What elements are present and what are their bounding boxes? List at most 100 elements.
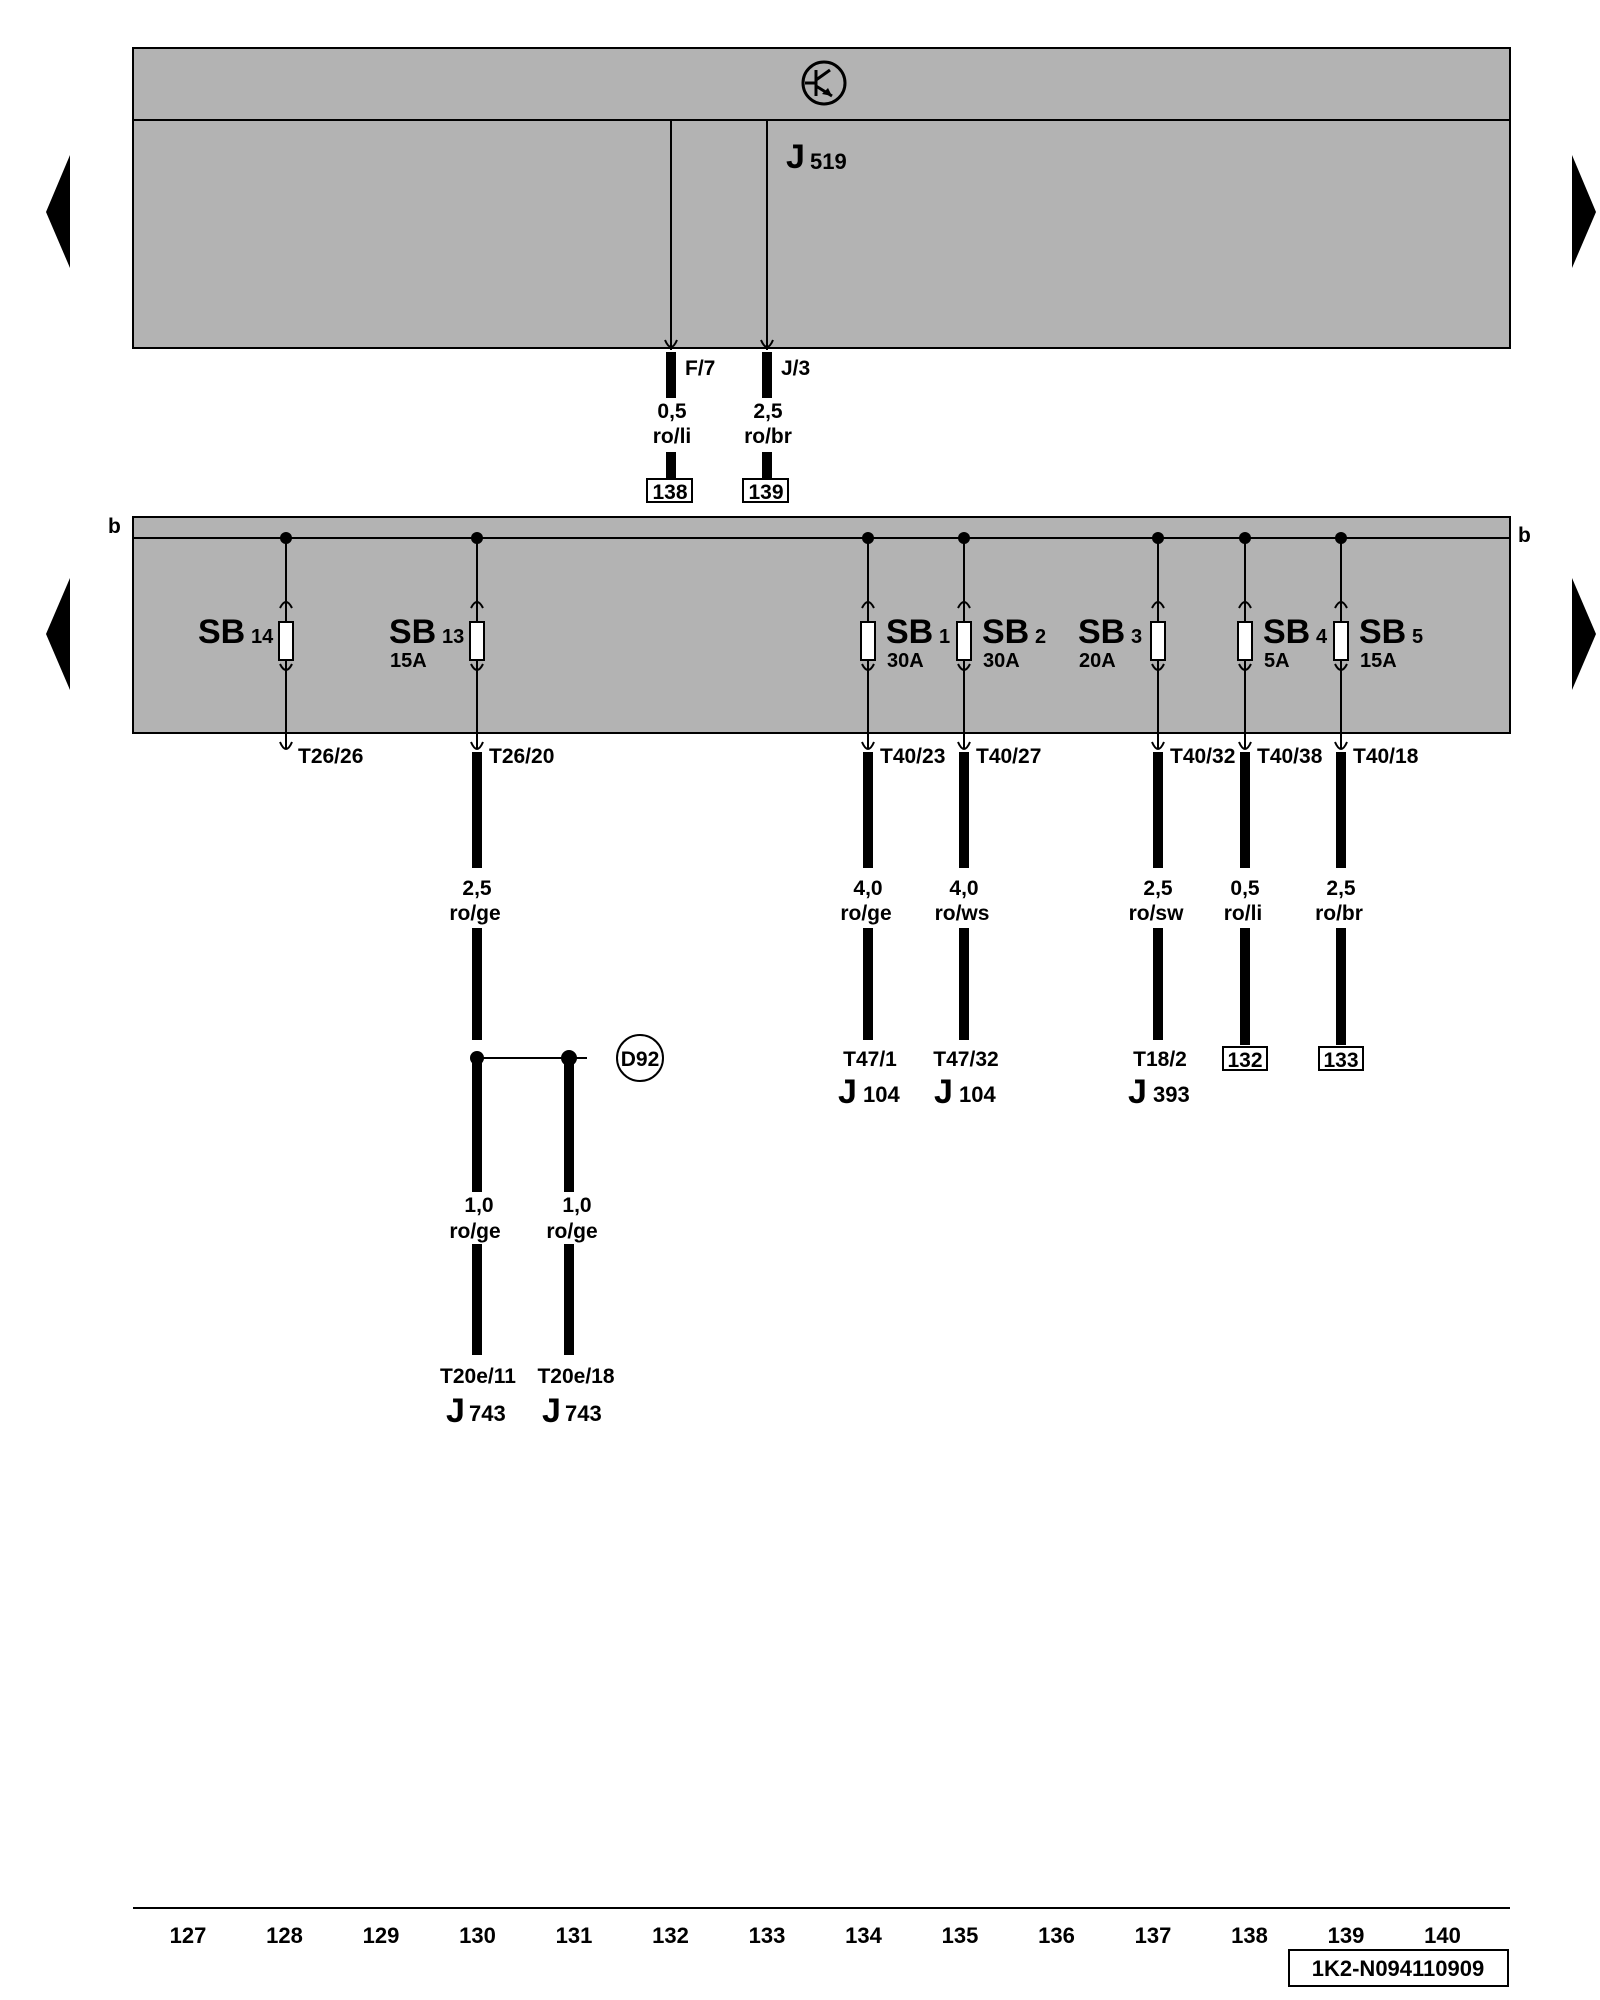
doc-id: 1K2-N094110909: [1312, 1956, 1484, 1981]
track-number: 135: [942, 1923, 979, 1948]
fuse-number: 5: [1412, 626, 1423, 648]
fuse-code: SB: [198, 613, 245, 651]
fuse-element-icon[interactable]: [278, 621, 294, 661]
splice-wiring: [470, 1050, 587, 1355]
relay-unit-header: [132, 47, 1511, 121]
wire-size: 2,5: [1326, 877, 1356, 900]
terminal-label: T40/23: [880, 745, 945, 768]
fuse-code: SB: [389, 613, 436, 651]
track-number: 131: [556, 1923, 593, 1948]
wire-size: 2,5: [1143, 877, 1173, 900]
terminal-label: T40/38: [1257, 745, 1323, 768]
splice-circle[interactable]: [616, 1034, 664, 1082]
fuse-element-icon[interactable]: [860, 621, 876, 661]
wire-size: 2,5: [462, 877, 492, 900]
wire-size: 2,5: [753, 400, 783, 423]
track-number: 132: [652, 1923, 689, 1948]
fuse-rating: 15A: [1360, 650, 1397, 672]
fuse-number: 2: [1035, 626, 1046, 648]
fuse-code: SB: [886, 613, 933, 651]
ref-box[interactable]: [742, 478, 789, 503]
ref-box[interactable]: [1222, 1046, 1268, 1071]
fuse-number: 13: [442, 626, 464, 648]
component-sub: 104: [959, 1082, 996, 1107]
bus-label-left: b: [108, 515, 121, 538]
wire-color: ro/ge: [449, 902, 500, 925]
pin-label: T20e/11: [440, 1365, 516, 1388]
fuse-element-icon[interactable]: [1237, 621, 1253, 661]
fuse-13: SB 13 15A T26/20 2,5ro/ge: [389, 532, 554, 1040]
track-number: 127: [170, 1923, 207, 1948]
component-name: J: [1128, 1073, 1147, 1111]
ref-box-label: 133: [1323, 1049, 1358, 1072]
page-prev-arrow-icon[interactable]: [46, 578, 70, 690]
track-number: 140: [1424, 1923, 1461, 1948]
fuse-number: 14: [251, 626, 274, 648]
page-next-arrow-icon[interactable]: [1572, 578, 1596, 690]
relay-unit-sub: 519: [810, 149, 847, 174]
wire-color: ro/li: [1224, 902, 1263, 925]
wire-size: 4,0: [853, 877, 882, 900]
relay-pin-f7: F/7: [685, 357, 715, 380]
pin-label: T47/32: [933, 1048, 998, 1071]
wire-color: ro/sw: [1129, 902, 1185, 925]
wire-color: ro/br: [744, 425, 792, 448]
wire-size: 1,0: [562, 1194, 591, 1217]
wire-color: ro/br: [1315, 902, 1363, 925]
component-sub: 393: [1153, 1082, 1190, 1107]
wire-color: ro/ge: [840, 902, 891, 925]
ref-box-label: 132: [1227, 1049, 1262, 1072]
fuse-code: SB: [1078, 613, 1125, 651]
bus-label-right: b: [1518, 524, 1531, 547]
wire-size: 0,5: [657, 400, 687, 423]
pin-label: T20e/18: [537, 1365, 614, 1388]
terminal-label: T40/18: [1353, 745, 1419, 768]
fuse-rating: 20A: [1079, 650, 1116, 672]
component-name: J: [542, 1392, 561, 1430]
track-number: 139: [1328, 1923, 1365, 1948]
wire-size: 1,0: [464, 1194, 493, 1217]
fuse-code: SB: [1263, 613, 1310, 651]
wire-color: ro/ws: [935, 902, 990, 925]
track-number: 134: [845, 1923, 882, 1948]
wire-color: ro/li: [653, 425, 692, 448]
fuse-rating: 30A: [887, 650, 924, 672]
fuse-number: 4: [1316, 626, 1328, 648]
fuse-element-icon[interactable]: [956, 621, 972, 661]
fuse-rating: 15A: [390, 650, 427, 672]
page-prev-arrow-icon[interactable]: [46, 155, 70, 268]
relay-unit-body: [132, 119, 1511, 349]
component-sub: 104: [863, 1082, 900, 1107]
pin-label: T47/1: [843, 1048, 897, 1071]
track-number: 136: [1038, 1923, 1075, 1948]
fuse-element-icon[interactable]: [1150, 621, 1166, 661]
track-number: 137: [1135, 1923, 1172, 1948]
track-number: 138: [1231, 1923, 1268, 1948]
fuse-code: SB: [1359, 613, 1406, 651]
relay-wire-j3: [760, 120, 774, 478]
relay-pin-j3: J/3: [781, 357, 810, 380]
ref-box[interactable]: [1318, 1046, 1364, 1071]
terminal-label: T26/20: [489, 745, 554, 768]
track-number: 129: [363, 1923, 400, 1948]
doc-id-box: [1288, 1949, 1509, 1987]
ref-box[interactable]: [646, 478, 693, 503]
ref-box-label: 138: [652, 481, 687, 504]
component-sub: 743: [565, 1401, 602, 1426]
fuse-5: SB 5 15A T40/18 2,5ro/br 133: [1315, 532, 1423, 1072]
page-next-arrow-icon[interactable]: [1572, 155, 1596, 268]
terminal-label: T40/32: [1170, 745, 1235, 768]
track-number: 128: [266, 1923, 303, 1948]
fuse-element-icon[interactable]: [469, 621, 485, 661]
fuse-holder: [132, 516, 1511, 734]
fuse-element-icon[interactable]: [1333, 621, 1349, 661]
pin-label: T18/2: [1133, 1048, 1187, 1071]
electronic-symbol-icon: [801, 60, 847, 106]
terminal-label: T40/27: [976, 745, 1041, 768]
